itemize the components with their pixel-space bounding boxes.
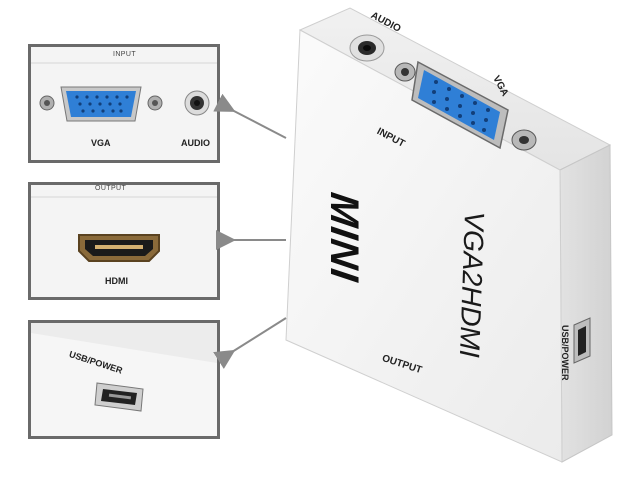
output-panel-inset: OUTPUT HDMI [28, 182, 220, 300]
device-usb-power-label: USB/POWER [560, 325, 570, 381]
input-panel-inset: INPUT VGA AUDIO [28, 44, 220, 163]
device-vga-port-icon [394, 60, 537, 151]
hdmi-port-label: HDMI [105, 276, 128, 286]
hdmi-port-illustration [31, 196, 217, 262]
vga-port-icon [39, 86, 163, 122]
device-brand-logo: MINI [322, 189, 366, 285]
audio-port-label: AUDIO [181, 138, 210, 148]
device-usb-port-icon [573, 317, 591, 364]
device-audio-jack-icon [349, 34, 385, 62]
input-ports-illustration [31, 62, 217, 122]
usb-port-illustration [31, 323, 217, 436]
input-header-label: INPUT [113, 51, 136, 58]
device-model-label: VGA2HDMI [453, 210, 490, 359]
hdmi-port-icon [78, 234, 160, 262]
usb-port-icon [94, 382, 144, 412]
power-panel-inset: USB/POWER [28, 320, 220, 439]
output-header-label: OUTPUT [95, 185, 127, 192]
vga-port-label: VGA [91, 138, 111, 148]
audio-jack-icon [184, 90, 210, 116]
